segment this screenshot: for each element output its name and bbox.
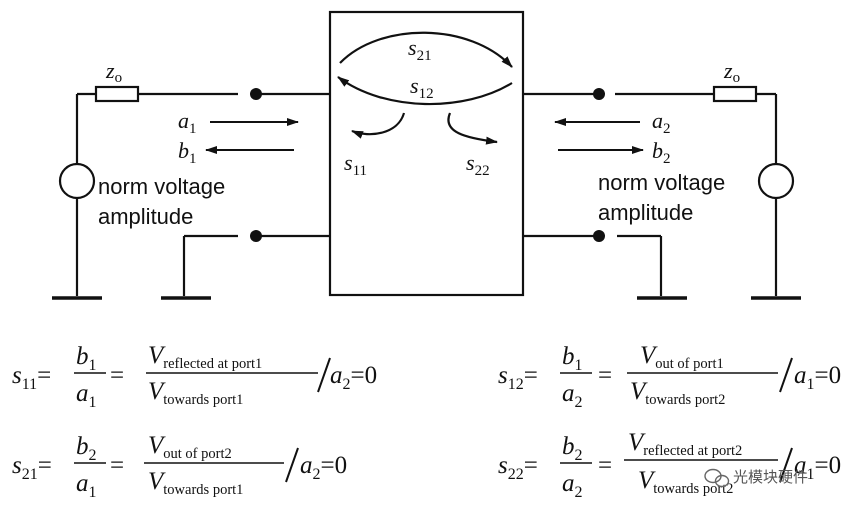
port2-source-label-line2: amplitude: [598, 200, 693, 225]
port1-source-label-line1: norm voltage: [98, 174, 225, 199]
port1-impedance-label: zo: [105, 58, 122, 86]
label-s22: s22: [466, 150, 490, 179]
svg-text:a1=0: a1=0: [794, 362, 841, 393]
s12-arrow: [337, 76, 513, 106]
svg-text:=: =: [598, 452, 612, 479]
port1-circuit: [52, 85, 330, 300]
svg-text:Vout of port1: Vout of port1: [640, 342, 724, 372]
port2-source-label-line1: norm voltage: [598, 170, 725, 195]
port2-voltage-source: [757, 162, 795, 200]
port1-top-terminal: [250, 88, 262, 100]
label-b1: b1: [178, 138, 197, 167]
svg-text:=: =: [110, 452, 124, 479]
svg-text:b2: b2: [76, 433, 97, 464]
svg-text:a1=0: a1=0: [794, 452, 841, 483]
s11-arrow: [351, 112, 406, 139]
label-s12: s12: [410, 73, 434, 102]
svg-text:a2: a2: [562, 380, 583, 411]
svg-text:a2=0: a2=0: [300, 452, 347, 483]
svg-text:s22=: s22=: [498, 452, 538, 483]
port1-voltage-source: [58, 162, 96, 200]
watermark: 光模块硬件: [704, 468, 808, 488]
svg-text:Vtowards port2: Vtowards port2: [638, 467, 733, 497]
port2-impedance-label: zo: [723, 58, 740, 86]
svg-text:光模块硬件: 光模块硬件: [733, 468, 808, 486]
equation-s21: s21= b2 a1 = Vout of port2 Vtowards port…: [12, 432, 347, 501]
svg-text:Vreflected at port2: Vreflected at port2: [628, 429, 742, 459]
port1-source-label-line2: amplitude: [98, 204, 193, 229]
svg-text:Vtowards port1: Vtowards port1: [148, 378, 243, 408]
svg-text:s12=: s12=: [498, 362, 538, 393]
label-s11: s11: [344, 150, 367, 179]
s22-arrow: [447, 112, 498, 145]
equation-s22: s22= b2 a2 = Vreflected at port2 Vtoward…: [498, 429, 841, 501]
port2-impedance-resistor: [712, 85, 758, 103]
svg-text:s21=: s21=: [12, 452, 52, 483]
svg-text:b1: b1: [562, 343, 583, 374]
two-port-network-box: [328, 10, 525, 297]
svg-text:Vtowards port1: Vtowards port1: [148, 468, 243, 498]
svg-text:Vout of port2: Vout of port2: [148, 432, 232, 462]
port2-circuit: [523, 85, 801, 300]
label-s21: s21: [408, 35, 432, 64]
equation-s12: s12= b1 a2 = Vout of port1 Vtowards port…: [498, 342, 841, 411]
svg-text:=: =: [110, 362, 124, 389]
svg-text:=: =: [598, 362, 612, 389]
svg-text:b1: b1: [76, 343, 97, 374]
port1-impedance-resistor: [94, 85, 140, 103]
svg-text:a2=0: a2=0: [330, 362, 377, 393]
wechat-icon: [704, 468, 730, 488]
svg-text:s11=: s11=: [12, 362, 51, 393]
port2-bottom-terminal: [593, 230, 605, 242]
s21-arrow: [339, 31, 513, 68]
svg-text:a2: a2: [562, 470, 583, 501]
svg-text:a1: a1: [76, 470, 97, 501]
svg-text:Vtowards port2: Vtowards port2: [630, 378, 725, 408]
label-a2: a2: [652, 108, 671, 137]
svg-text:a1: a1: [76, 380, 97, 411]
svg-text:Vreflected at port1: Vreflected at port1: [148, 342, 262, 372]
label-b2: b2: [652, 138, 671, 167]
svg-text:b2: b2: [562, 433, 583, 464]
equation-s11: s11= b1 a1 = Vreflected at port1 Vtoward…: [12, 342, 377, 411]
port1-bottom-terminal: [250, 230, 262, 242]
port2-top-terminal: [593, 88, 605, 100]
label-a1: a1: [178, 108, 197, 137]
